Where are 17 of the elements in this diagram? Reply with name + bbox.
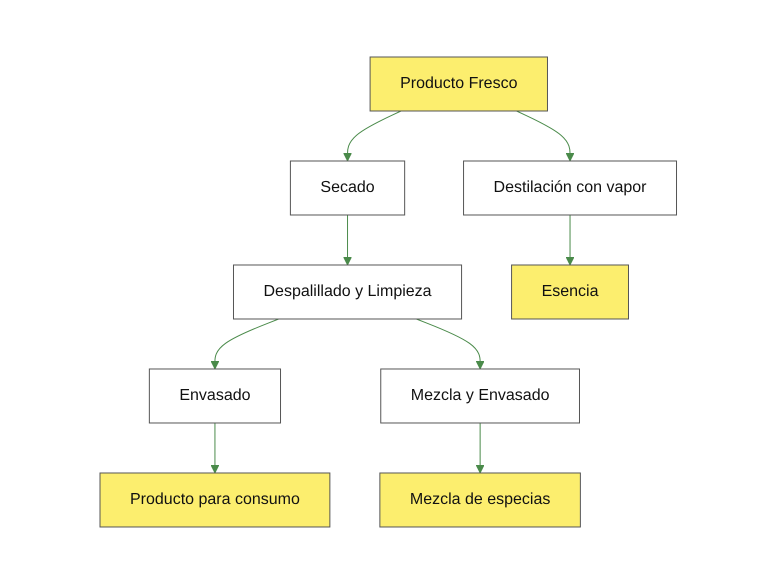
- arrow: [516, 110, 575, 162]
- node-box: Mezcla y Envasado: [380, 368, 580, 424]
- node-box: Secado: [290, 160, 406, 216]
- node-box: Envasado: [149, 368, 282, 424]
- arrow: [476, 422, 485, 474]
- arrow: [343, 110, 402, 162]
- arrow: [343, 214, 352, 266]
- node-box: Esencia: [511, 264, 630, 320]
- node-box: Mezcla de especias: [380, 472, 582, 528]
- node-box: Producto para consumo: [100, 472, 331, 528]
- arrow: [416, 318, 485, 370]
- node-box: Producto Fresco: [370, 56, 548, 112]
- arrow: [210, 422, 220, 474]
- arrow: [566, 214, 575, 266]
- arrow: [210, 318, 280, 370]
- node-box: Despalillado y Limpieza: [233, 264, 462, 320]
- node-box: Destilación con vapor: [463, 160, 678, 216]
